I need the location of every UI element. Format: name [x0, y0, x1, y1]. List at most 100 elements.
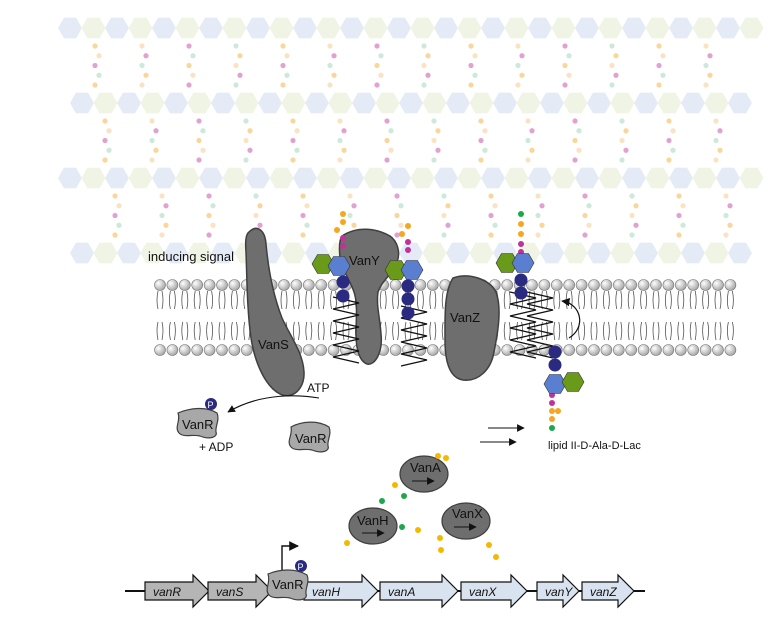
lipid-head	[713, 345, 724, 356]
peptide-bead	[196, 157, 201, 162]
peptide-bead	[92, 43, 97, 48]
lipid-tail	[616, 322, 622, 340]
peptide-bead	[200, 128, 205, 133]
sugar-hexagon	[282, 93, 306, 114]
peptide-bead	[237, 73, 242, 78]
sugar-hexagon	[446, 243, 470, 264]
peptide-bead	[472, 53, 477, 58]
sugar-hexagon	[564, 243, 588, 264]
peptide-bead	[713, 138, 718, 143]
sugar-hexagon	[493, 93, 517, 114]
lipid-tail	[641, 291, 647, 309]
lipid-tail	[641, 322, 647, 340]
lipid-head	[527, 280, 538, 291]
lipid-tail	[169, 322, 175, 340]
lipid-tail	[157, 322, 163, 340]
lipid-head	[155, 280, 166, 291]
substrate-dot	[435, 453, 441, 459]
peptide-bead	[149, 157, 154, 162]
sugar-hexagon	[340, 18, 364, 39]
lipid-tail	[678, 291, 684, 309]
lipid-head	[626, 345, 637, 356]
gene-label-vanX: vanX	[469, 585, 497, 599]
peptide-bead	[334, 227, 340, 233]
peptide-bead	[445, 203, 450, 208]
lipid-head	[576, 280, 587, 291]
isoprenoid-bead	[402, 280, 415, 293]
lipid-head	[316, 345, 327, 356]
peptide-bead	[680, 203, 685, 208]
peptide-bead	[445, 223, 450, 228]
sugar-hexagon	[575, 18, 599, 39]
lipid-head	[626, 280, 637, 291]
lipid-head	[192, 345, 203, 356]
sugar-hexagon	[364, 168, 388, 189]
lipid-head	[675, 345, 686, 356]
lipid-tail	[393, 322, 399, 340]
peptide-bead	[253, 213, 258, 218]
gene-label-vanH: vanH	[312, 585, 340, 599]
sugar-hexagon	[317, 168, 341, 189]
peptide-bead	[723, 193, 728, 198]
sugar-hexagon	[270, 168, 294, 189]
peptide-bead	[106, 128, 111, 133]
sugar-hexagon	[58, 168, 82, 189]
peptide-bead	[186, 82, 191, 87]
peptide-bead	[290, 138, 295, 143]
sugar-hexagon	[446, 93, 470, 114]
peptide-bead	[112, 232, 117, 237]
peptide-bead	[398, 203, 403, 208]
lipid-tail	[318, 322, 324, 340]
peptide-bead	[421, 63, 426, 68]
peptide-bead	[717, 128, 722, 133]
atp-label: ATP	[307, 381, 329, 395]
sugar-hexagon	[411, 18, 435, 39]
sugar-hexagon	[152, 18, 176, 39]
sugar-hexagon	[211, 93, 235, 114]
lipid-tail	[417, 291, 423, 309]
sugar-hexagon	[611, 243, 635, 264]
sugar-hexagon	[282, 243, 306, 264]
peptide-bead	[257, 223, 262, 228]
peptide-bead	[572, 138, 577, 143]
sugar-hexagon	[434, 168, 458, 189]
lipid-tail	[703, 322, 709, 340]
peptide-bead	[656, 63, 661, 68]
lipid-head	[688, 280, 699, 291]
sugar-hexagon	[481, 18, 505, 39]
peptide-bead	[398, 223, 403, 228]
peptide-bead	[609, 82, 614, 87]
peptide-bead	[431, 138, 436, 143]
sugar-hexagon	[669, 18, 693, 39]
peptide-bead	[633, 223, 638, 228]
peptide-bead	[143, 73, 148, 78]
sugar-hexagon	[258, 93, 282, 114]
gene-label-vanA: vanA	[388, 585, 415, 599]
peptide-bead	[562, 43, 567, 48]
sugar-hexagon	[693, 168, 717, 189]
sugar-hexagon	[740, 168, 764, 189]
lipid-tail	[591, 322, 597, 340]
peptide-bead	[405, 247, 411, 253]
peptide-bead	[707, 53, 712, 58]
peptide-bead	[478, 138, 483, 143]
peptide-bead	[337, 157, 342, 162]
peptide-bead	[666, 138, 671, 143]
vanr-label-2: VanR	[295, 431, 327, 446]
lipid-tail	[169, 291, 175, 309]
lipid-tail	[207, 291, 213, 309]
peptide-bead	[384, 157, 389, 162]
sugar-hexagon	[564, 93, 588, 114]
substrate-dot	[443, 455, 449, 461]
peptide-bead	[394, 193, 399, 198]
peptide-bead	[435, 128, 440, 133]
peptide-bead	[519, 73, 524, 78]
sugar-hexagon	[70, 243, 94, 264]
lipid-head	[713, 280, 724, 291]
lipid-tail	[331, 291, 337, 309]
sugar-hexagon	[199, 168, 223, 189]
lipid-tail	[628, 322, 634, 340]
sugar-hexagon	[728, 93, 752, 114]
peptide-bead	[478, 157, 483, 162]
peptide-bead	[566, 53, 571, 58]
